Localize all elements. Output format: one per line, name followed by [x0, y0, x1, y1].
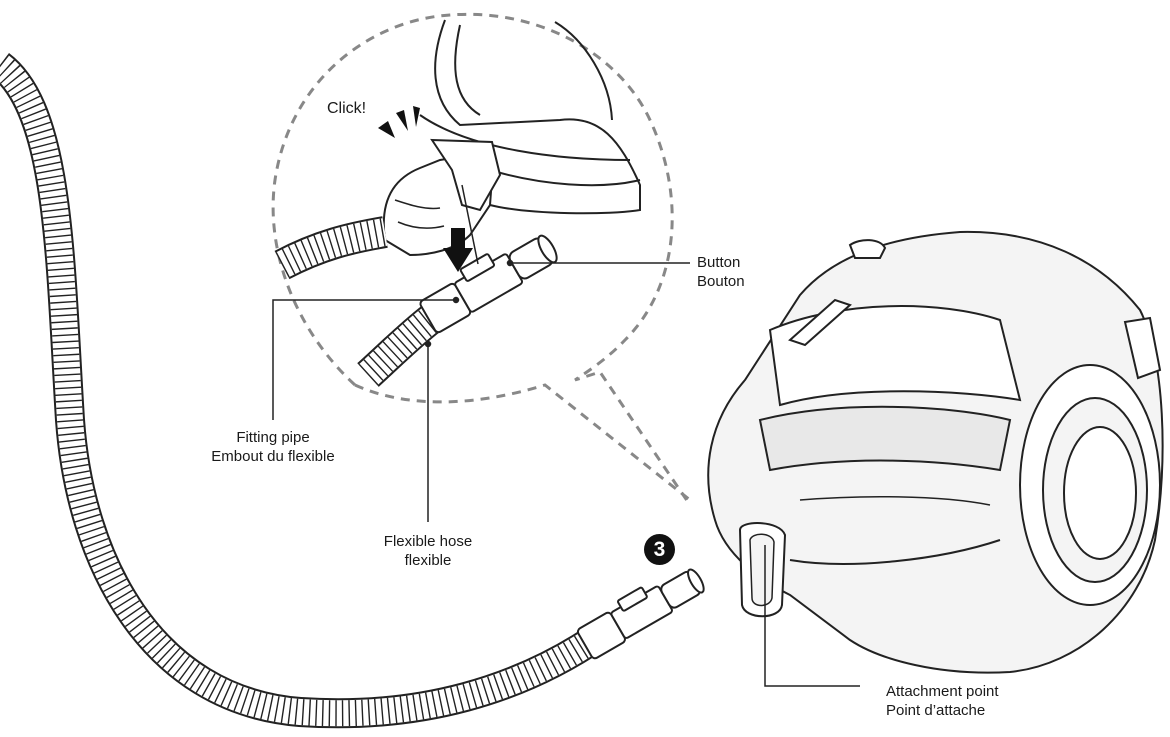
inset-hose-lower [357, 305, 442, 387]
vacuum-cleaner-body [707, 230, 1164, 674]
leader-arrow-line [461, 184, 479, 265]
button-label-en: Button [697, 254, 741, 271]
leader-attachment [764, 545, 860, 687]
attachment-point-label: Attachment point Point d’attache [886, 682, 999, 720]
attachment-point-label-en: Attachment point [886, 683, 999, 700]
leader-fitting-pipe [272, 299, 456, 420]
click-marks-icon [378, 106, 420, 138]
fitting-pipe-label-en: Fitting pipe [236, 429, 310, 446]
step-number-badge: 3 [644, 534, 675, 565]
flexible-hose-label-en: Flexible hose [383, 533, 473, 550]
down-arrow-icon [443, 228, 473, 272]
fitting-pipe-label: Fitting pipe Embout du flexible [188, 428, 358, 466]
button-label-fr: Bouton [697, 273, 745, 290]
inset-fitting-pipe [419, 234, 558, 334]
magnification-callout [271, 12, 692, 506]
attachment-point-label-fr: Point d’attache [886, 702, 986, 719]
hose-end-fitting [576, 568, 705, 660]
flexible-hose-label: Flexible hose flexible [348, 532, 508, 570]
inset-hose-top [274, 216, 388, 280]
button-label: Button Bouton [697, 253, 745, 291]
click-callout-text: Click! [327, 100, 367, 117]
hand-illustration [382, 138, 502, 257]
fitting-pipe-label-fr: Embout du flexible [211, 448, 335, 465]
leader-lines [272, 184, 860, 687]
flexible-hose-label-fr: flexible [404, 552, 452, 569]
flexible-hose-long [0, 53, 609, 729]
